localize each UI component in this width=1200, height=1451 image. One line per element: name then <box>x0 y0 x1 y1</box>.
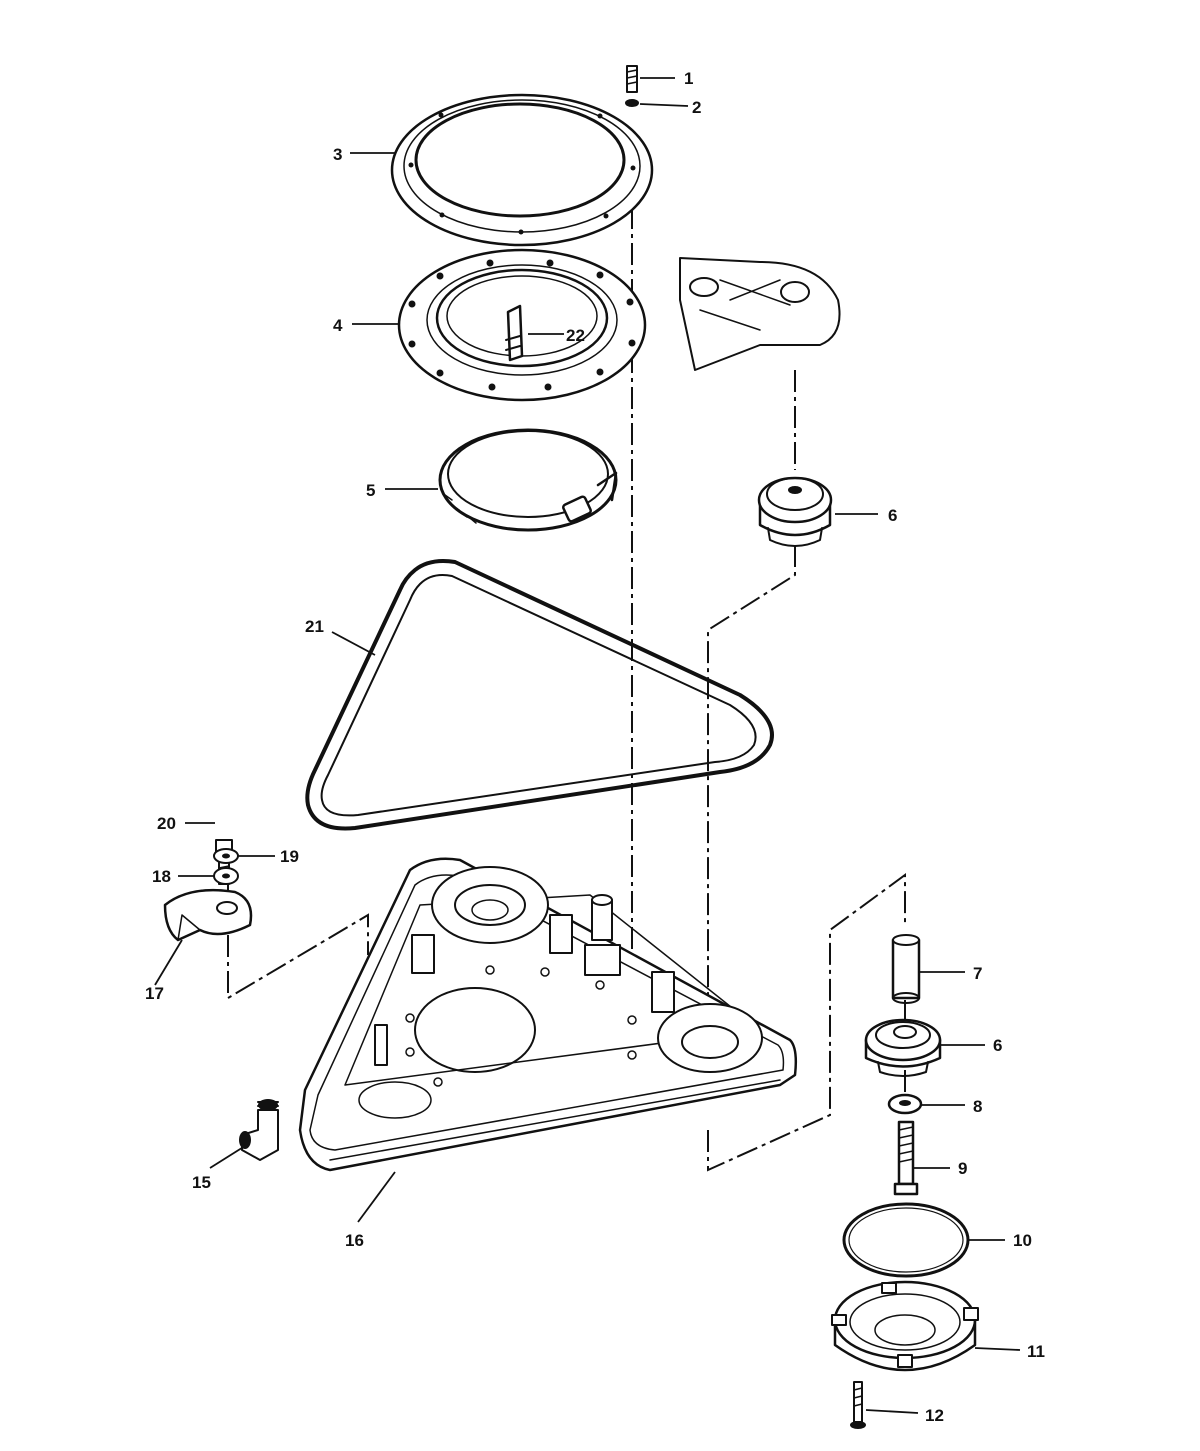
callout-4: 4 <box>333 316 343 335</box>
part-17-cam <box>163 888 253 942</box>
callout-10: 10 <box>1013 1231 1032 1250</box>
part-21-belt <box>305 559 774 831</box>
part-8-washer <box>887 1093 923 1115</box>
part-6-grommet-lower <box>864 1018 942 1077</box>
callout-18: 18 <box>152 867 171 886</box>
callout-19: 19 <box>280 847 299 866</box>
callout-8: 8 <box>973 1097 982 1116</box>
part-10-o-ring <box>842 1202 970 1278</box>
assembly-lines <box>227 135 906 1172</box>
part-9-stud <box>893 1120 919 1196</box>
callout-6-lower: 6 <box>993 1036 1002 1055</box>
callout-16: 16 <box>345 1231 364 1250</box>
callout-labels: 1 2 3 4 5 6 6 7 8 9 10 11 12 15 16 17 18… <box>145 69 1045 1425</box>
callout-15: 15 <box>192 1173 211 1192</box>
callout-1: 1 <box>684 69 693 88</box>
callout-22: 22 <box>566 326 585 345</box>
part-3-ring <box>390 93 654 247</box>
callout-12: 12 <box>925 1406 944 1425</box>
part-22-clip <box>505 304 524 362</box>
part-2-washer <box>625 99 639 107</box>
part-18-washer <box>213 867 239 885</box>
part-15-elbow-fitting <box>239 1099 279 1161</box>
part-1-screw <box>626 65 638 93</box>
part-6-grommet-upper <box>757 476 833 547</box>
callout-17: 17 <box>145 984 164 1003</box>
callout-7: 7 <box>973 964 982 983</box>
part-11-cap <box>831 1280 979 1372</box>
part-7-sleeve <box>891 934 921 1004</box>
part-5-clamp <box>438 428 618 532</box>
leader-lines <box>154 77 1021 1414</box>
callout-20: 20 <box>157 814 176 833</box>
callout-21: 21 <box>305 617 324 636</box>
part-16-housing <box>298 857 798 1172</box>
callout-2: 2 <box>692 98 701 117</box>
mount-bracket <box>679 257 841 371</box>
callout-3: 3 <box>333 145 342 164</box>
callout-5: 5 <box>366 481 375 500</box>
callout-11: 11 <box>1027 1342 1045 1361</box>
part-19-nut <box>213 848 239 864</box>
part-12-screw <box>850 1381 866 1429</box>
callout-6-upper: 6 <box>888 506 897 525</box>
callout-9: 9 <box>958 1159 967 1178</box>
